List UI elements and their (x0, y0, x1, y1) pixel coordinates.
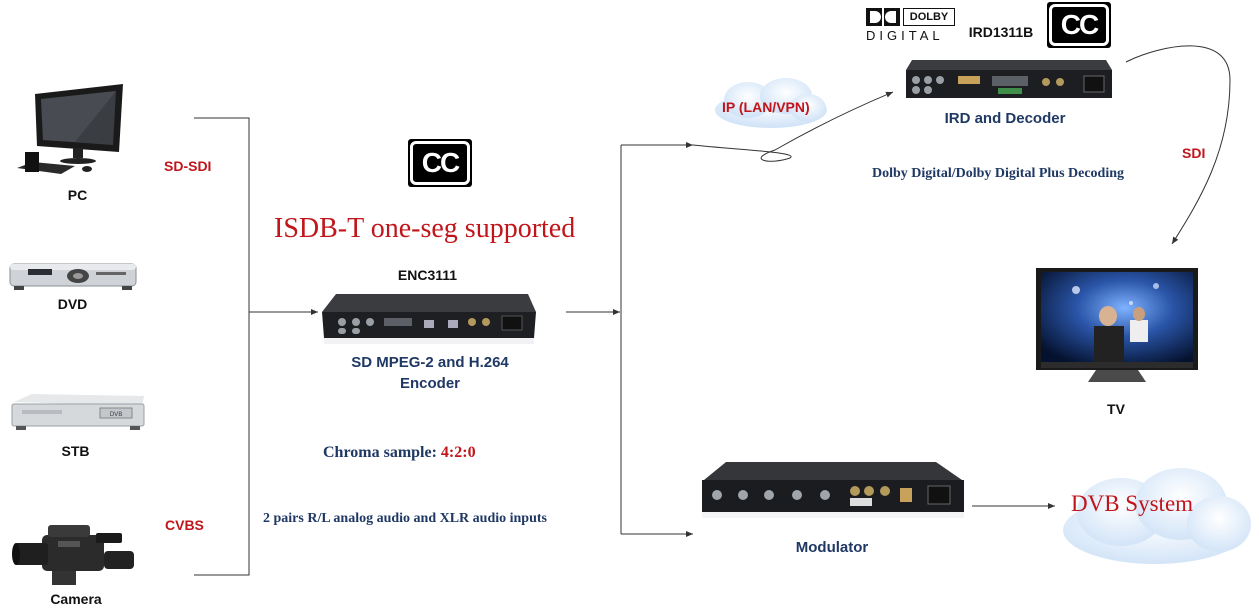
camera-device (12, 515, 140, 587)
ird-title: IRD and Decoder (944, 110, 1066, 127)
tv-icon (1036, 268, 1198, 382)
dvd-label: DVD (57, 296, 88, 312)
dolby-double-d-icon (866, 8, 900, 26)
isdb-headline: ISDB-T one-seg supported (274, 213, 576, 244)
dvb-system-label: DVB System (1071, 491, 1194, 516)
encoder-model-label: ENC3111 (397, 267, 458, 283)
dolby-word: DOLBY (903, 8, 955, 26)
ird-rack-icon (906, 60, 1112, 98)
closed-caption-icon: CC (1049, 4, 1109, 46)
dvd-device (8, 260, 138, 292)
ird-cc-badge: CC (1047, 2, 1111, 48)
cloud-icon (715, 78, 827, 128)
sdi-label: SDI (1182, 145, 1206, 161)
closed-caption-icon: CC (410, 141, 470, 185)
dolby-decoding-note: Dolby Digital/Dolby Digital Plus Decodin… (872, 166, 1125, 181)
ip-cloud (708, 72, 834, 134)
encoder-rack-icon (322, 294, 536, 344)
pc-label: PC (67, 187, 88, 203)
sd-sdi-label: SD-SDI (164, 158, 212, 174)
ip-label: IP (LAN/VPN) (722, 99, 810, 115)
svg-text:DVB: DVB (110, 411, 123, 418)
input-bracket (194, 117, 250, 576)
tv-device (1036, 268, 1198, 386)
tv-label: TV (1107, 401, 1125, 417)
stb-label: STB (61, 443, 90, 459)
pc-device (15, 82, 140, 177)
dvb-cloud (1055, 460, 1255, 578)
modulator-label: Modulator (795, 539, 869, 556)
encoder-cc-badge: CC (408, 139, 472, 187)
modulator-rack-icon (702, 462, 964, 518)
video-camera-icon (12, 525, 134, 585)
encoder-description-line2: Encoder (399, 375, 460, 392)
dolby-digital-logo: DOLBY DIGITAL (866, 8, 958, 44)
stb-device: DVB (8, 392, 148, 432)
cvbs-label: CVBS (165, 517, 204, 533)
chroma-sample-label: Chroma sample: (323, 444, 441, 461)
audio-inputs-note: 2 pairs R/L analog audio and XLR audio i… (263, 511, 547, 526)
sdi-to-tv-arrow (1125, 45, 1231, 245)
ird-model-label: IRD1311B (968, 24, 1034, 40)
camera-label: Camera (50, 591, 102, 607)
pc-monitor-icon (17, 84, 123, 174)
encoder-description-line1: SD MPEG-2 and H.264 (351, 354, 509, 371)
dolby-digital-word: DIGITAL (866, 28, 944, 43)
modulator-device (700, 460, 968, 520)
chroma-sample-value: 4:2:0 (440, 444, 476, 461)
dvd-player-icon (9, 263, 137, 290)
encoder-device (318, 290, 540, 348)
chroma-sample-note: Chroma sample: 4:2:0 (323, 444, 476, 462)
cloud-icon (1063, 468, 1251, 564)
set-top-box-icon: DVB (11, 394, 145, 430)
ip-to-ird-arrow (692, 91, 894, 162)
ird-device (902, 58, 1116, 102)
